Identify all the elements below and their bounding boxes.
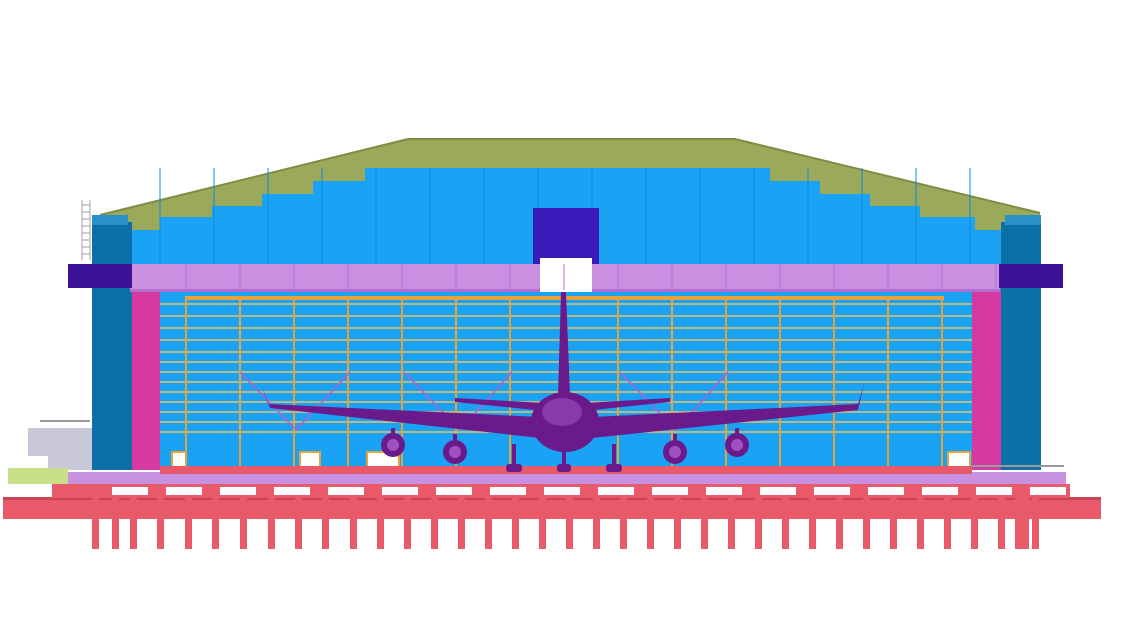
pile-cap-opening	[1030, 487, 1066, 495]
annex-railing	[40, 420, 90, 422]
left-end-block	[68, 264, 132, 288]
pile-cap-opening	[328, 487, 364, 495]
pile	[458, 487, 465, 549]
pile-row	[92, 487, 1039, 549]
pile	[836, 487, 843, 549]
door-truss-band	[68, 208, 1063, 292]
left-column-body	[92, 222, 132, 470]
pile-cap-opening	[544, 487, 580, 495]
left-inner-engine	[443, 434, 467, 464]
pile	[998, 487, 1005, 549]
roof-eave-line	[99, 138, 1041, 216]
pile	[240, 487, 247, 549]
pile	[809, 487, 816, 549]
right-outer-engine	[725, 428, 749, 457]
right-column	[972, 215, 1041, 470]
pile	[404, 487, 411, 549]
pile-cap-openings	[112, 487, 1066, 495]
pile	[728, 487, 735, 549]
right-inner-engine	[663, 434, 687, 464]
pile	[971, 487, 978, 549]
pile	[890, 487, 897, 549]
pile-cap-opening	[220, 487, 256, 495]
left-column-cap	[92, 215, 128, 225]
left-pier	[132, 290, 160, 470]
pile-cap-opening	[166, 487, 202, 495]
pile-cap-opening	[976, 487, 1012, 495]
annex-roof	[8, 468, 68, 484]
pile	[322, 487, 329, 549]
door-brace	[239, 371, 297, 431]
pile-cap-opening	[490, 487, 526, 495]
landing-gear	[506, 444, 622, 472]
pile-cap-opening	[382, 487, 418, 495]
pile	[92, 487, 99, 549]
pile	[593, 487, 600, 549]
pile	[1022, 487, 1029, 549]
pile-cap-opening	[760, 487, 796, 495]
foundation-beam-top	[3, 497, 1101, 500]
pile	[350, 487, 357, 549]
pile-cap-opening	[598, 487, 634, 495]
right-pier	[972, 290, 1001, 470]
pile-cap-opening	[706, 487, 742, 495]
pile-cap-opening	[112, 487, 148, 495]
pile-cap-opening	[922, 487, 958, 495]
pile	[539, 487, 546, 549]
pile	[377, 487, 384, 549]
door-brace	[295, 371, 351, 431]
annex-block	[28, 428, 92, 456]
pile-cap-opening	[868, 487, 904, 495]
pile	[1015, 487, 1022, 549]
aircraft	[262, 292, 864, 472]
facade-panel-lines	[159, 168, 971, 264]
pile-cap-opening	[652, 487, 688, 495]
pile	[157, 487, 164, 549]
pile	[295, 487, 302, 549]
foundation-beam	[3, 497, 1101, 519]
pile	[863, 487, 870, 549]
pile-cap-opening	[436, 487, 472, 495]
pile	[566, 487, 573, 549]
pile-cap-opening	[274, 487, 310, 495]
pile	[701, 487, 708, 549]
pile	[755, 487, 762, 549]
pile	[620, 487, 627, 549]
pile	[431, 487, 438, 549]
left-access-ladder	[81, 200, 91, 260]
pile	[185, 487, 192, 549]
pile	[1032, 487, 1039, 549]
annex-block-lower	[48, 452, 92, 470]
right-end-block	[999, 264, 1063, 288]
pile	[268, 487, 275, 549]
pile	[130, 487, 137, 549]
fuselage-highlight	[542, 398, 582, 426]
truss-panel-lines	[185, 264, 997, 290]
apron-slab	[68, 472, 1066, 484]
left-outer-engine	[381, 428, 405, 457]
left-annex	[8, 420, 92, 484]
left-wing	[262, 386, 560, 438]
foundation	[3, 484, 1101, 549]
vertical-stabilizer	[558, 292, 570, 396]
left-column	[81, 200, 160, 470]
right-column-cap	[1005, 215, 1041, 225]
right-column-body	[1001, 222, 1041, 470]
pile	[485, 487, 492, 549]
right-wing	[572, 384, 864, 438]
pile	[674, 487, 681, 549]
pile	[647, 487, 654, 549]
pile-cap-opening	[814, 487, 850, 495]
pile	[512, 487, 519, 549]
center-opening	[540, 258, 592, 292]
pile	[944, 487, 951, 549]
pile	[112, 487, 119, 549]
right-platform-railing	[972, 465, 1064, 467]
pile	[782, 487, 789, 549]
pile	[917, 487, 924, 549]
pile	[212, 487, 219, 549]
center-dark-block	[533, 208, 599, 264]
